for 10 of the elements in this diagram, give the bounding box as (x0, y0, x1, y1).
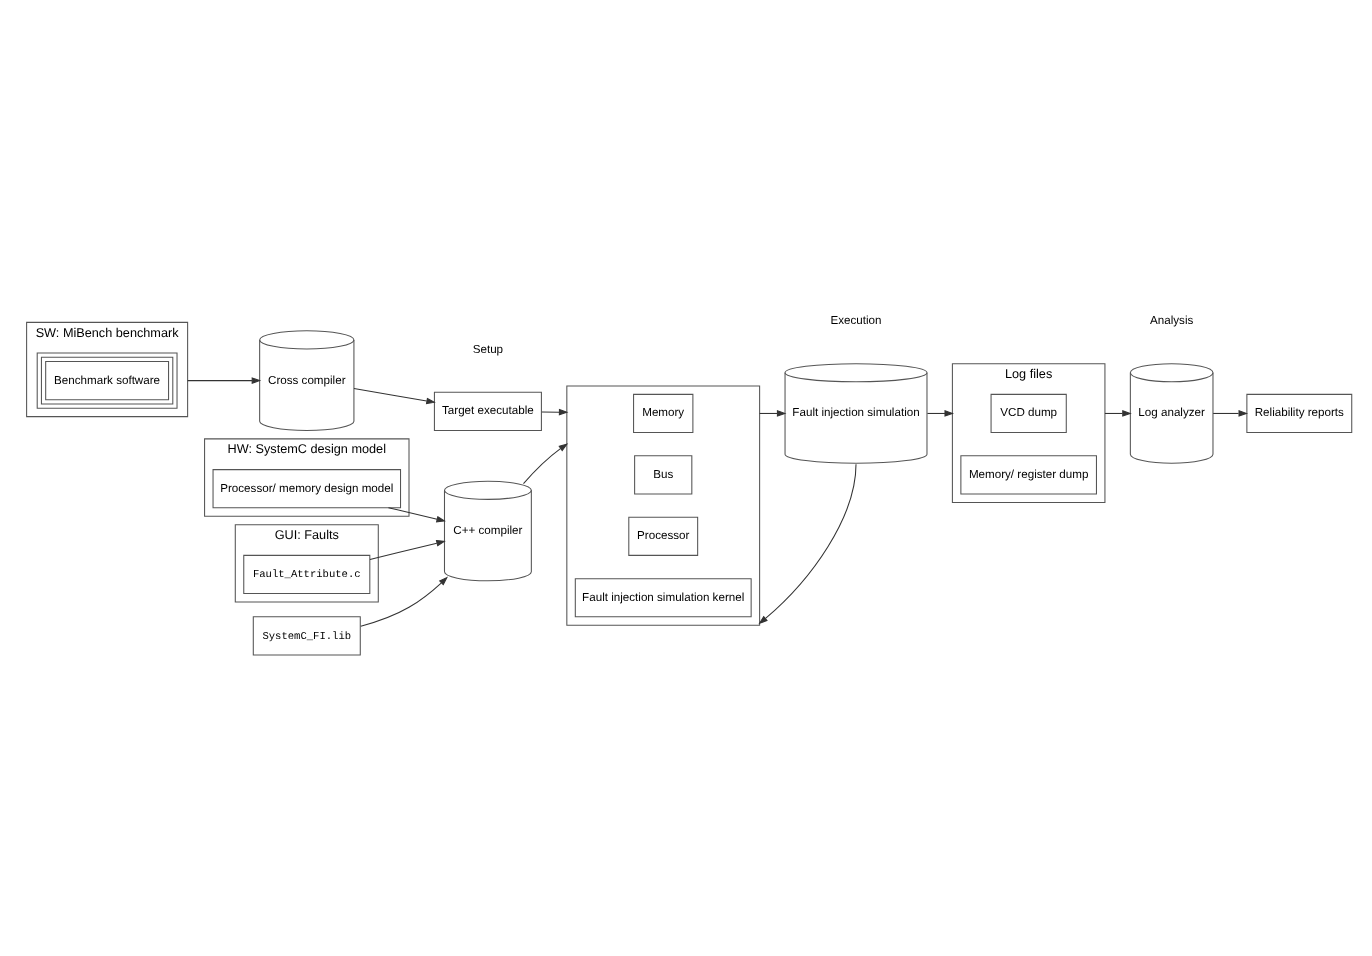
arrow (387, 506, 446, 522)
arrow (369, 539, 446, 559)
arrow (541, 407, 569, 415)
arrow (360, 575, 449, 626)
cluster (566, 384, 761, 625)
arrow (353, 387, 436, 404)
arrow (522, 442, 569, 484)
arrow (758, 462, 857, 624)
arrow (187, 376, 262, 383)
arrow (1212, 409, 1249, 416)
